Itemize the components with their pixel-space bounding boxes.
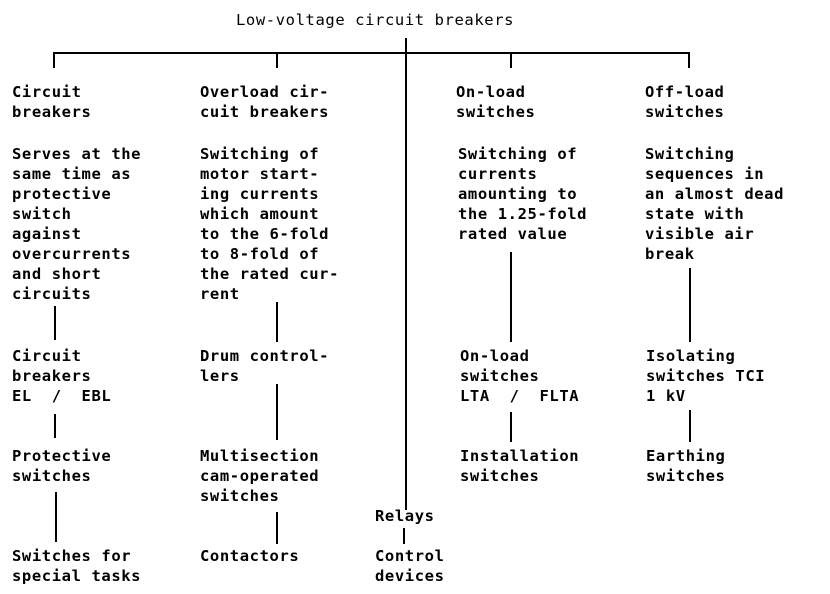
node-on-load-switches-lta-flta: On-load switches LTA / FLTA bbox=[460, 347, 580, 405]
connector-col4-b bbox=[689, 410, 691, 442]
connector-col3 bbox=[510, 52, 512, 68]
connector-col2 bbox=[276, 52, 278, 68]
connector-col1-a bbox=[54, 306, 56, 340]
connector-relays-control bbox=[403, 528, 405, 544]
connector-col2-a bbox=[276, 302, 278, 342]
column-heading-on-load-switches: On-load switches bbox=[456, 83, 536, 121]
connector-col2-c bbox=[276, 512, 278, 544]
column-description-overload-circuit-breakers: Switching of motor start- ing currents w… bbox=[200, 145, 340, 303]
node-switches-special-tasks: Switches for special tasks bbox=[12, 547, 142, 585]
connector-col1-c bbox=[55, 492, 57, 542]
column-description-on-load-switches: Switching of currents amounting to the 1… bbox=[458, 145, 588, 243]
connector-col4 bbox=[688, 52, 690, 68]
column-heading-off-load-switches: Off-load switches bbox=[645, 83, 725, 121]
connector-col2-b bbox=[276, 384, 278, 440]
node-circuit-breakers-el-ebl: Circuit breakers EL / EBL bbox=[12, 347, 112, 405]
connector-col3-a bbox=[510, 252, 512, 342]
node-multisection-cam-switches: Multisection cam-operated switches bbox=[200, 447, 320, 505]
connector-col3-b bbox=[510, 412, 512, 442]
column-heading-overload-circuit-breakers: Overload cir- cuit breakers bbox=[200, 83, 330, 121]
node-installation-switches: Installation switches bbox=[460, 447, 580, 485]
node-control-devices: Control devices bbox=[375, 547, 445, 585]
column-heading-circuit-breakers: Circuit breakers bbox=[12, 83, 92, 121]
column-description-circuit-breakers: Serves at the same time as protective sw… bbox=[12, 145, 142, 303]
connector-col1-b bbox=[54, 414, 56, 438]
node-protective-switches: Protective switches bbox=[12, 447, 112, 485]
node-earthing-switches: Earthing switches bbox=[646, 447, 726, 485]
node-contactors: Contactors bbox=[200, 547, 300, 565]
node-isolating-switches-tci: Isolating switches TCI 1 kV bbox=[646, 347, 766, 405]
center-trunk-line bbox=[405, 38, 407, 510]
connector-col4-a bbox=[689, 268, 691, 342]
node-drum-controllers: Drum control- lers bbox=[200, 347, 330, 385]
node-relays: Relays bbox=[375, 507, 435, 525]
connector-col1 bbox=[53, 52, 55, 68]
column-description-off-load-switches: Switching sequences in an almost dead st… bbox=[645, 145, 785, 263]
diagram-title: Low-voltage circuit breakers bbox=[236, 11, 515, 29]
top-horizontal-connector bbox=[53, 52, 688, 54]
